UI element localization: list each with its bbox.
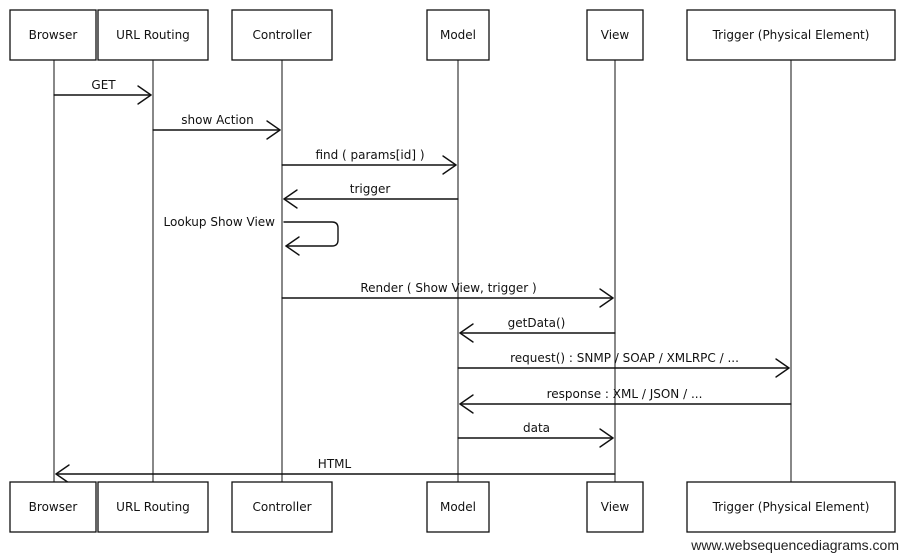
participant-label: Model bbox=[440, 500, 476, 514]
participant-box bbox=[426, 481, 490, 533]
participant-box bbox=[686, 481, 896, 533]
participant-box bbox=[9, 9, 97, 61]
arrow-head bbox=[599, 428, 614, 448]
participant-heads-top: Browser URL Routing Controller Model View Tri… bbox=[9, 9, 896, 61]
arrow-head bbox=[442, 155, 457, 175]
message-9: data bbox=[457, 421, 614, 448]
participant-controller-bottom: Controller bbox=[231, 481, 333, 533]
participant-box bbox=[231, 481, 333, 533]
participant-model-top: Model bbox=[426, 9, 490, 61]
participant-label: Controller bbox=[252, 500, 311, 514]
message-label: GET bbox=[91, 78, 116, 92]
message-10: HTML bbox=[55, 457, 616, 484]
participant-label: Controller bbox=[252, 28, 311, 42]
message-label: Lookup Show View bbox=[164, 215, 276, 229]
participant-label: Trigger (Physical Element) bbox=[712, 500, 870, 514]
arrow-head bbox=[775, 358, 790, 378]
message-7: request() : SNMP / SOAP / XMLRPC / ... bbox=[457, 351, 790, 378]
participant-label: Trigger (Physical Element) bbox=[712, 28, 870, 42]
participant-box bbox=[97, 481, 209, 533]
participant-box bbox=[231, 9, 333, 61]
participant-box bbox=[9, 481, 97, 533]
message-label: HTML bbox=[318, 457, 352, 471]
participant-trigger-bottom: Trigger (Physical Element) bbox=[686, 481, 896, 533]
participant-routing-top: URL Routing bbox=[97, 9, 209, 61]
participant-model-bottom: Model bbox=[426, 481, 490, 533]
message-4: Lookup Show View bbox=[164, 215, 339, 256]
participant-label: URL Routing bbox=[116, 500, 190, 514]
message-0: GET bbox=[53, 78, 152, 105]
message-label: Render ( Show View, trigger ) bbox=[360, 281, 536, 295]
participant-label: Browser bbox=[29, 500, 78, 514]
arrow-head bbox=[266, 120, 281, 140]
message-label: find ( params[id] ) bbox=[315, 148, 424, 162]
participant-browser-bottom: Browser bbox=[9, 481, 97, 533]
participant-view-top: View bbox=[586, 9, 644, 61]
arrow-head bbox=[459, 323, 474, 343]
participant-heads-bottom: Browser URL Routing Controller Model View Tri… bbox=[9, 481, 896, 533]
watermark-text: www.websequencediagrams.com bbox=[691, 537, 899, 553]
arrow-head bbox=[599, 288, 614, 308]
participant-label: View bbox=[601, 500, 630, 514]
arrow-head bbox=[285, 236, 300, 256]
participant-label: URL Routing bbox=[116, 28, 190, 42]
participant-label: Model bbox=[440, 28, 476, 42]
message-label: getData() bbox=[508, 316, 566, 330]
arrow-head bbox=[137, 85, 152, 105]
messages: GET show Action find ( params[id] ) trigger… bbox=[53, 78, 792, 484]
message-2: find ( params[id] ) bbox=[281, 148, 457, 175]
message-label: show Action bbox=[181, 113, 253, 127]
message-5: Render ( Show View, trigger ) bbox=[281, 281, 614, 308]
participant-controller-top: Controller bbox=[231, 9, 333, 61]
participant-label: View bbox=[601, 28, 630, 42]
message-label: data bbox=[523, 421, 550, 435]
message-label: response : XML / JSON / ... bbox=[547, 387, 703, 401]
participant-trigger-top: Trigger (Physical Element) bbox=[686, 9, 896, 61]
arrow-head bbox=[459, 394, 474, 414]
message-6: getData() bbox=[459, 316, 616, 343]
message-label: request() : SNMP / SOAP / XMLRPC / ... bbox=[510, 351, 739, 365]
participant-view-bottom: View bbox=[586, 481, 644, 533]
participant-box bbox=[426, 9, 490, 61]
arrow-head bbox=[283, 189, 298, 209]
message-label: trigger bbox=[350, 182, 391, 196]
participant-box bbox=[97, 9, 209, 61]
participant-browser-top: Browser bbox=[9, 9, 97, 61]
participant-box bbox=[586, 9, 644, 61]
message-3: trigger bbox=[283, 182, 459, 209]
message-8: response : XML / JSON / ... bbox=[459, 387, 792, 414]
participant-box bbox=[586, 481, 644, 533]
participant-label: Browser bbox=[29, 28, 78, 42]
arrow-head bbox=[55, 464, 70, 484]
self-arrow-line bbox=[283, 221, 339, 247]
participant-routing-bottom: URL Routing bbox=[97, 481, 209, 533]
message-1: show Action bbox=[152, 113, 281, 140]
lifelines bbox=[53, 60, 792, 482]
participant-box bbox=[686, 9, 896, 61]
